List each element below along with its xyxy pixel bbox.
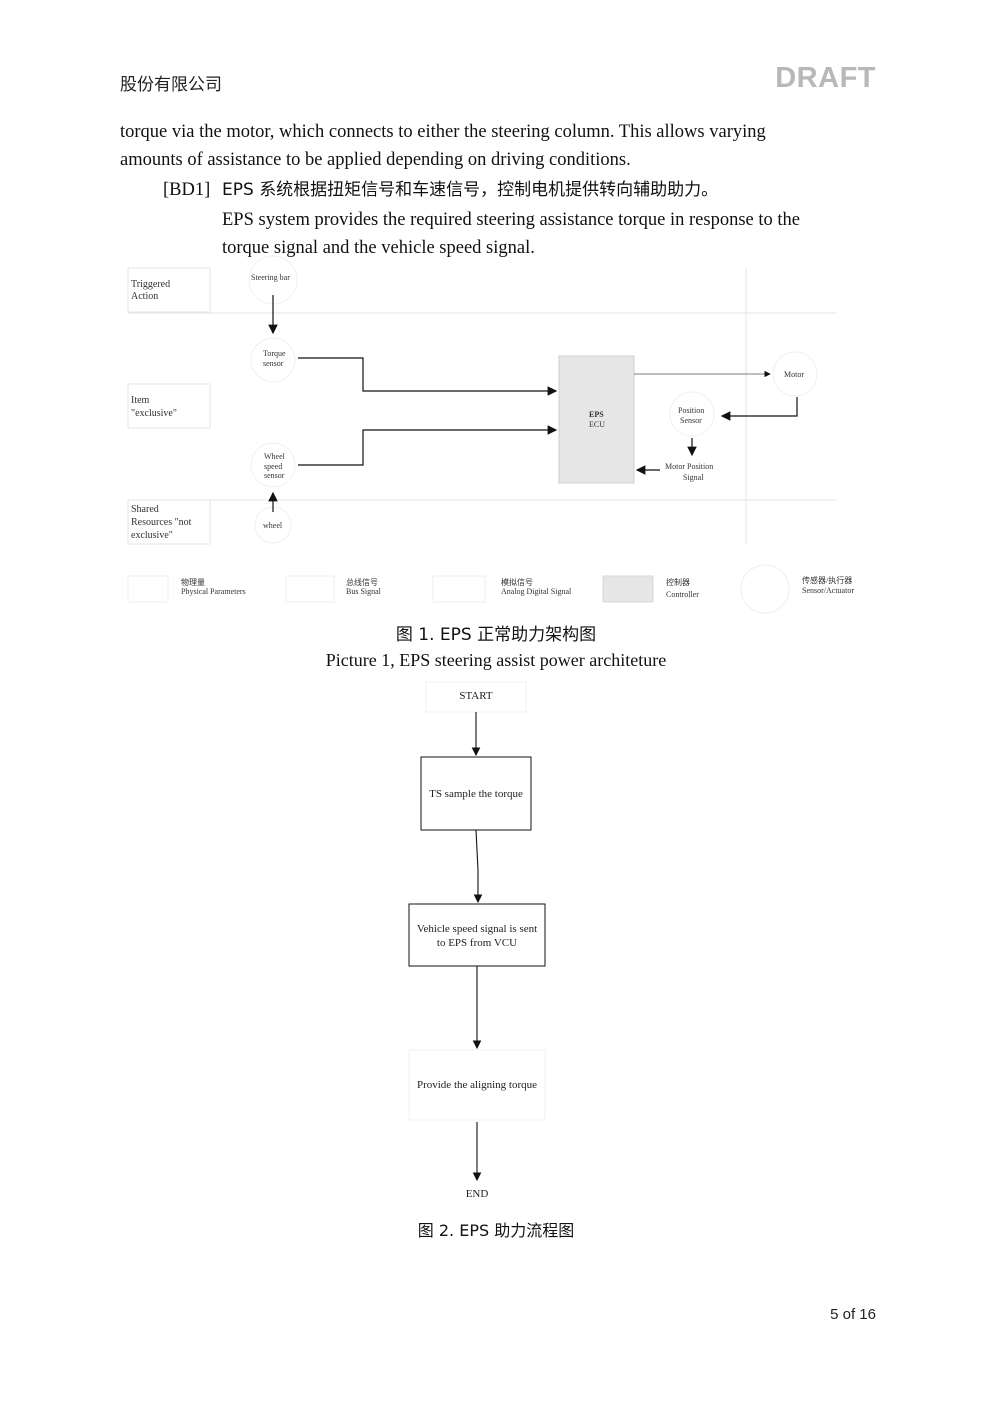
flow-step2-line1: Vehicle speed signal is sent	[417, 923, 537, 935]
figure-2-caption: 图 2. EPS 助力流程图	[417, 1221, 575, 1240]
row-item-label-2: "exclusive"	[131, 408, 177, 419]
legend-sensor-swatch	[740, 564, 790, 614]
eps-ecu-box	[558, 355, 635, 484]
row-shared-label-1: Shared	[131, 504, 159, 515]
legend-physical-zh: 物理量	[181, 577, 205, 587]
row-triggered-label-2: Action	[131, 291, 158, 302]
node-wheel: wheel	[263, 521, 283, 530]
row-item-frame	[127, 383, 211, 429]
legend-physical-swatch	[127, 575, 169, 603]
legend-physical-en: Physical Parameters	[181, 587, 246, 596]
figure-1-caption-en: Picture 1, EPS steering assist power arc…	[325, 650, 667, 670]
node-motor: Motor	[784, 370, 804, 379]
legend-bus-swatch	[285, 575, 335, 603]
figure-1-caption-zh: 图 1. EPS 正常助力架构图	[395, 625, 597, 645]
node-ecu-1: EPS	[589, 410, 604, 419]
flow-end: END	[466, 1188, 489, 1200]
requirement-en-line-2: torque signal and the vehicle speed sign…	[222, 238, 535, 258]
legend-analog-swatch	[432, 575, 486, 603]
draft-watermark: DRAFT	[775, 62, 876, 94]
requirement-id: [BD1]	[163, 180, 211, 200]
flow-step1: TS sample the torque	[429, 788, 523, 800]
legend-bus-zh: 总线信号	[346, 577, 378, 587]
eps-architecture-diagram: Triggered Action Item "exclusive" Shared…	[127, 255, 854, 614]
eps-flowchart: START TS sample the torque Vehicle speed…	[408, 681, 546, 1200]
row-triggered-frame	[127, 267, 211, 313]
flow-step3-box	[408, 1049, 546, 1121]
node-wheel-speed-1: Wheel	[264, 452, 286, 461]
flow-start: START	[459, 690, 493, 702]
row-triggered-label-1: Triggered	[131, 279, 170, 290]
node-ecu-2: ECU	[589, 420, 605, 429]
requirement-en-line-1: EPS system provides the required steerin…	[222, 210, 800, 230]
legend-bus-en: Bus Signal	[346, 587, 382, 596]
legend-controller-swatch	[602, 575, 654, 603]
legend-controller-en: Controller	[666, 590, 699, 599]
node-position-sensor-1: Position	[678, 406, 704, 415]
legend-sensor-zh: 传感器/执行器	[802, 575, 852, 585]
page-number: 5 of 16	[830, 1306, 876, 1323]
node-position-sensor-2: Sensor	[680, 416, 702, 425]
paragraph-line-2: amounts of assistance to be applied depe…	[120, 150, 631, 170]
flow-step2-line2: to EPS from VCU	[437, 937, 517, 949]
node-wheel-speed-2: speed	[264, 462, 282, 471]
node-steering-bar: Steering bar	[251, 273, 290, 282]
flow-step2-box	[408, 903, 546, 967]
legend-sensor-en: Sensor/Actuator	[802, 586, 854, 595]
row-item-label-1: Item	[131, 395, 150, 406]
company-name: 股份有限公司	[120, 75, 222, 95]
requirement-zh: EPS 系统根据扭矩信号和车速信号，控制电机提供转向辅助助力。	[222, 180, 719, 200]
node-torque-sensor-1: Torque	[263, 349, 286, 358]
row-shared-label-3: exclusive"	[131, 530, 173, 541]
node-motor-position-1: Motor Position	[665, 462, 713, 471]
node-torque-sensor-2: sensor	[263, 359, 284, 368]
node-motor-position-2: Signal	[683, 473, 704, 482]
legend-analog-zh: 模拟信号	[501, 577, 533, 587]
flow-step3: Provide the aligning torque	[417, 1079, 537, 1091]
paragraph-line-1: torque via the motor, which connects to …	[120, 122, 766, 142]
legend-analog-en: Analog Digital Signal	[501, 587, 572, 596]
legend-controller-zh: 控制器	[666, 577, 690, 587]
row-shared-label-2: Resources "not	[131, 517, 192, 528]
node-wheel-speed-3: sensor	[264, 471, 285, 480]
